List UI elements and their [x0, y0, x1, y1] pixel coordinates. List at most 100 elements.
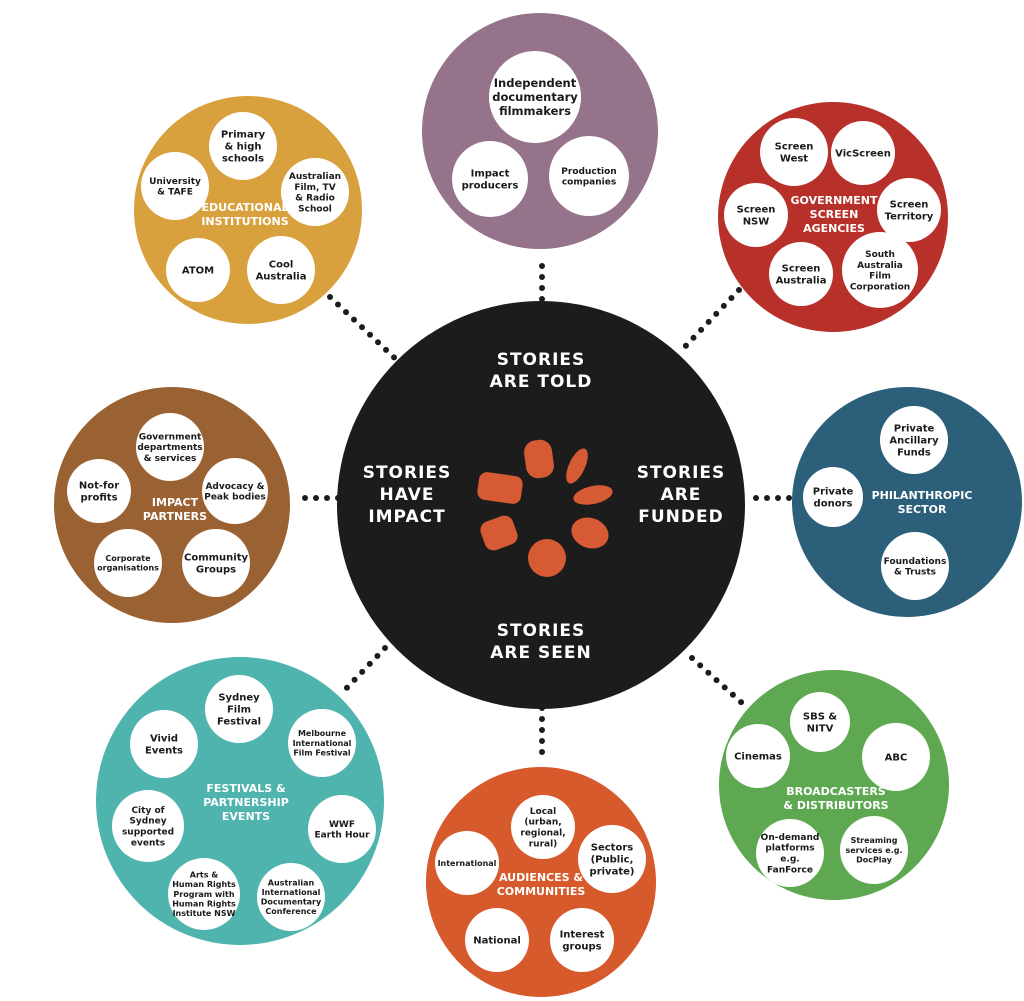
- logo-petal: [573, 485, 613, 505]
- logo-petal: [524, 439, 554, 479]
- node-broadcasters-0: SBS &NITV: [790, 692, 850, 752]
- node-circle: [308, 795, 376, 863]
- node-circle: [465, 908, 529, 972]
- node-circle: [550, 908, 614, 972]
- node-circle: [790, 692, 850, 752]
- logo-petal: [477, 472, 523, 504]
- node-education-3: ATOM: [166, 238, 230, 302]
- logo-petal: [571, 517, 609, 549]
- node-philanthropic-2: Foundations& Trusts: [881, 532, 949, 600]
- group-circle-philanthropic: [792, 387, 1022, 617]
- node-circle: [209, 112, 277, 180]
- node-circle: [166, 238, 230, 302]
- node-circle: [202, 458, 268, 524]
- node-audiences-1: International: [435, 831, 499, 895]
- node-circle: [136, 413, 204, 481]
- node-impact-2: Advocacy &Peak bodies: [202, 458, 268, 524]
- node-circle: [182, 529, 250, 597]
- logo-petal: [566, 448, 588, 484]
- node-circle: [862, 723, 930, 791]
- node-circle: [769, 242, 833, 306]
- node-broadcasters-2: ABC: [862, 723, 930, 791]
- node-circle: [881, 532, 949, 600]
- node-circle: [489, 51, 581, 143]
- node-circle: [94, 529, 162, 597]
- node-audiences-3: National: [465, 908, 529, 972]
- node-label: SBS &NITV: [803, 712, 838, 735]
- node-circle: [724, 183, 788, 247]
- node-circle: [760, 118, 828, 186]
- node-label: Cinemas: [734, 752, 782, 763]
- node-circle: [831, 121, 895, 185]
- node-broadcasters-1: Cinemas: [726, 724, 790, 788]
- node-government-1: VicScreen: [831, 121, 895, 185]
- group-audiences: AUDIENCES &COMMUNITIESLocal(urban,region…: [426, 767, 656, 997]
- node-circle: [281, 158, 349, 226]
- group-label-broadcasters: BROADCASTERS& DISTRIBUTORS: [783, 785, 888, 812]
- node-label: ABC: [885, 753, 908, 764]
- node-circle: [112, 790, 184, 862]
- node-label: Foundations& Trusts: [884, 557, 947, 578]
- node-label: ATOM: [182, 266, 214, 277]
- node-circle: [578, 825, 646, 893]
- connector-layer: [302, 263, 792, 757]
- node-label: International: [438, 859, 497, 868]
- node-circle: [435, 831, 499, 895]
- node-circle: [67, 459, 131, 523]
- hub-circle: [337, 301, 745, 709]
- logo-petal: [480, 515, 518, 551]
- node-circle: [756, 819, 824, 887]
- node-label: Advocacy &Peak bodies: [204, 482, 266, 503]
- node-circle: [452, 141, 528, 217]
- node-circle: [549, 136, 629, 216]
- node-circle: [168, 858, 240, 930]
- node-label: VicScreen: [835, 149, 891, 160]
- node-circle: [130, 710, 198, 778]
